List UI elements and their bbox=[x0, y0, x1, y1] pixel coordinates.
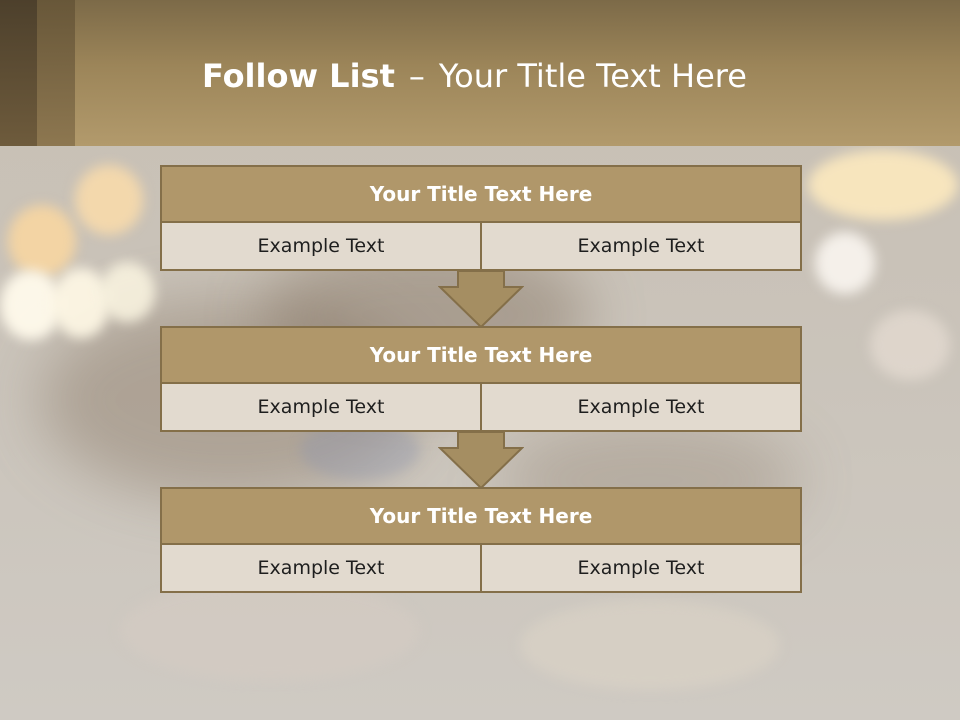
step-block-3: Your Title Text Here Example Text Exampl… bbox=[160, 487, 802, 593]
step-title-3: Your Title Text Here bbox=[160, 487, 802, 545]
step-3-left-cell: Example Text bbox=[160, 543, 482, 593]
header-stripe-mid bbox=[37, 0, 75, 146]
slide-title: Follow List–Your Title Text Here bbox=[202, 54, 747, 98]
step-3-right-cell: Example Text bbox=[480, 543, 802, 593]
step-title-1: Your Title Text Here bbox=[160, 165, 802, 223]
step-1-left-cell: Example Text bbox=[160, 221, 482, 271]
step-block-1: Your Title Text Here Example Text Exampl… bbox=[160, 165, 802, 271]
slide-title-separator: – bbox=[408, 57, 425, 95]
step-1-right-cell: Example Text bbox=[480, 221, 802, 271]
step-title-2: Your Title Text Here bbox=[160, 326, 802, 384]
step-2-right-cell: Example Text bbox=[480, 382, 802, 432]
header-stripe-dark bbox=[0, 0, 37, 146]
down-arrow-icon bbox=[438, 432, 524, 490]
slide-title-bold: Follow List bbox=[202, 57, 395, 95]
step-block-2: Your Title Text Here Example Text Exampl… bbox=[160, 326, 802, 432]
down-arrow-icon bbox=[438, 271, 524, 329]
slide-title-rest: Your Title Text Here bbox=[438, 57, 747, 95]
step-2-left-cell: Example Text bbox=[160, 382, 482, 432]
header-bar: Follow List–Your Title Text Here bbox=[0, 0, 960, 146]
